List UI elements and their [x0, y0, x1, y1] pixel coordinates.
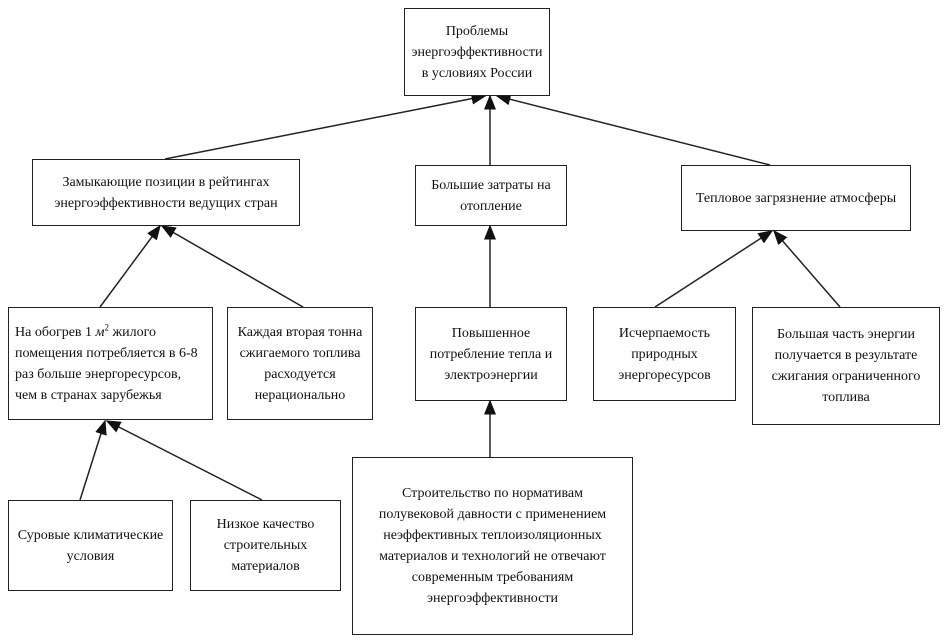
arrow-climate-perm2	[79, 419, 107, 501]
arrow-depletion-pollution	[654, 230, 774, 308]
node-heating-costs: Большие затраты на отопление	[415, 165, 567, 226]
node-materials: Низкое качество строительных материалов	[190, 500, 341, 591]
arrow-ratings-root	[164, 92, 487, 160]
arrow-pollution-root	[495, 93, 771, 166]
node-depletion: Исчерпаемость природных энергоресурсов	[593, 307, 736, 401]
node-fuel-burning: Большая часть энергии получается в резул…	[752, 307, 940, 425]
node-root: Проблемы энергоэффективности в условиях …	[404, 8, 550, 96]
node-high-consumption: Повышенное потребление тепла и электроэн…	[415, 307, 567, 401]
node-climate: Суровые климатические условия	[8, 500, 173, 591]
node-fuel-waste: Каждая вторая тонна сжигаемого топлива р…	[227, 307, 373, 420]
arrow-materials-perm2	[105, 420, 263, 501]
node-thermal-pollution: Тепловое загрязнение атмосферы	[681, 165, 911, 231]
arrow-fuel-ratings	[160, 225, 304, 308]
arrow-perm2-ratings	[99, 224, 161, 308]
arrow-burning-pollution	[773, 229, 841, 308]
node-ratings: Замыкающие позиции в рейтингах энергоэфф…	[32, 159, 300, 226]
node-per-m2: На обогрев 1 м2 жилого помещения потребл…	[8, 307, 213, 420]
node-standards: Строительство по нормативам полувековой …	[352, 457, 633, 635]
